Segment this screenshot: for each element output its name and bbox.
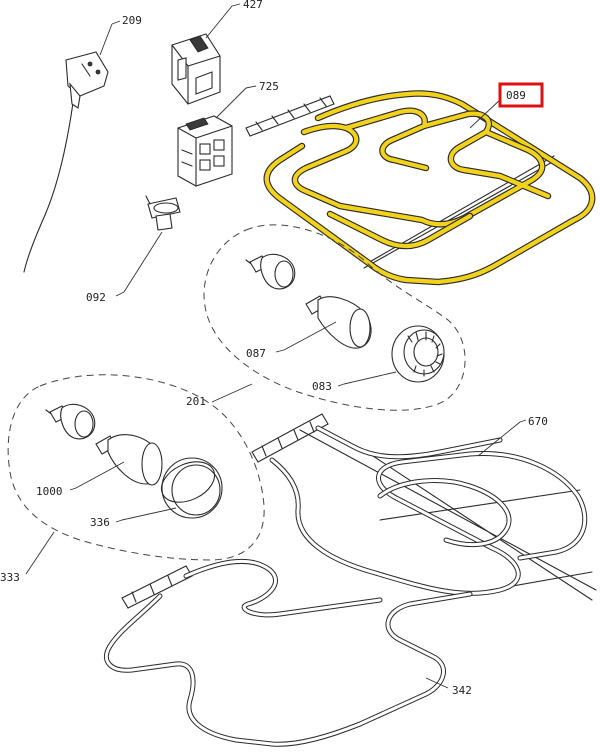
label-083: 083 — [312, 380, 332, 393]
label-201: 201 — [186, 395, 206, 408]
part-725-terminal-block[interactable] — [177, 85, 257, 187]
label-333: 333 — [0, 571, 20, 584]
label-427: 427 — [243, 0, 263, 11]
label-336: 336 — [90, 516, 110, 529]
group-201-outline — [203, 224, 466, 411]
label-087: 087 — [246, 347, 266, 360]
part-427-switch[interactable] — [171, 3, 241, 105]
part-089-top-grill-element[interactable] — [245, 90, 596, 286]
leader-333 — [25, 531, 55, 575]
part-083-lamp-cover[interactable] — [337, 325, 445, 387]
part-670-circular-element[interactable] — [251, 413, 597, 605]
part-336-lamp-cover[interactable] — [115, 454, 223, 523]
leader-201 — [211, 383, 253, 403]
label-670: 670 — [528, 415, 548, 428]
highlight-box-089 — [498, 82, 544, 108]
label-089: 089 — [506, 89, 526, 102]
label-209: 209 — [122, 14, 142, 27]
group-333-outline — [7, 374, 265, 561]
part-092-lamp-clip[interactable] — [115, 195, 181, 297]
part-209-mains-plug[interactable] — [23, 20, 121, 273]
label-092: 092 — [86, 291, 106, 304]
part-1000-lamp-bulb[interactable] — [45, 403, 163, 491]
label-725: 725 — [259, 80, 279, 93]
part-342-bottom-element[interactable] — [103, 558, 473, 747]
label-1000: 1000 — [36, 485, 63, 498]
part-087-lamp-bulb[interactable] — [245, 253, 372, 353]
label-342: 342 — [452, 684, 472, 697]
